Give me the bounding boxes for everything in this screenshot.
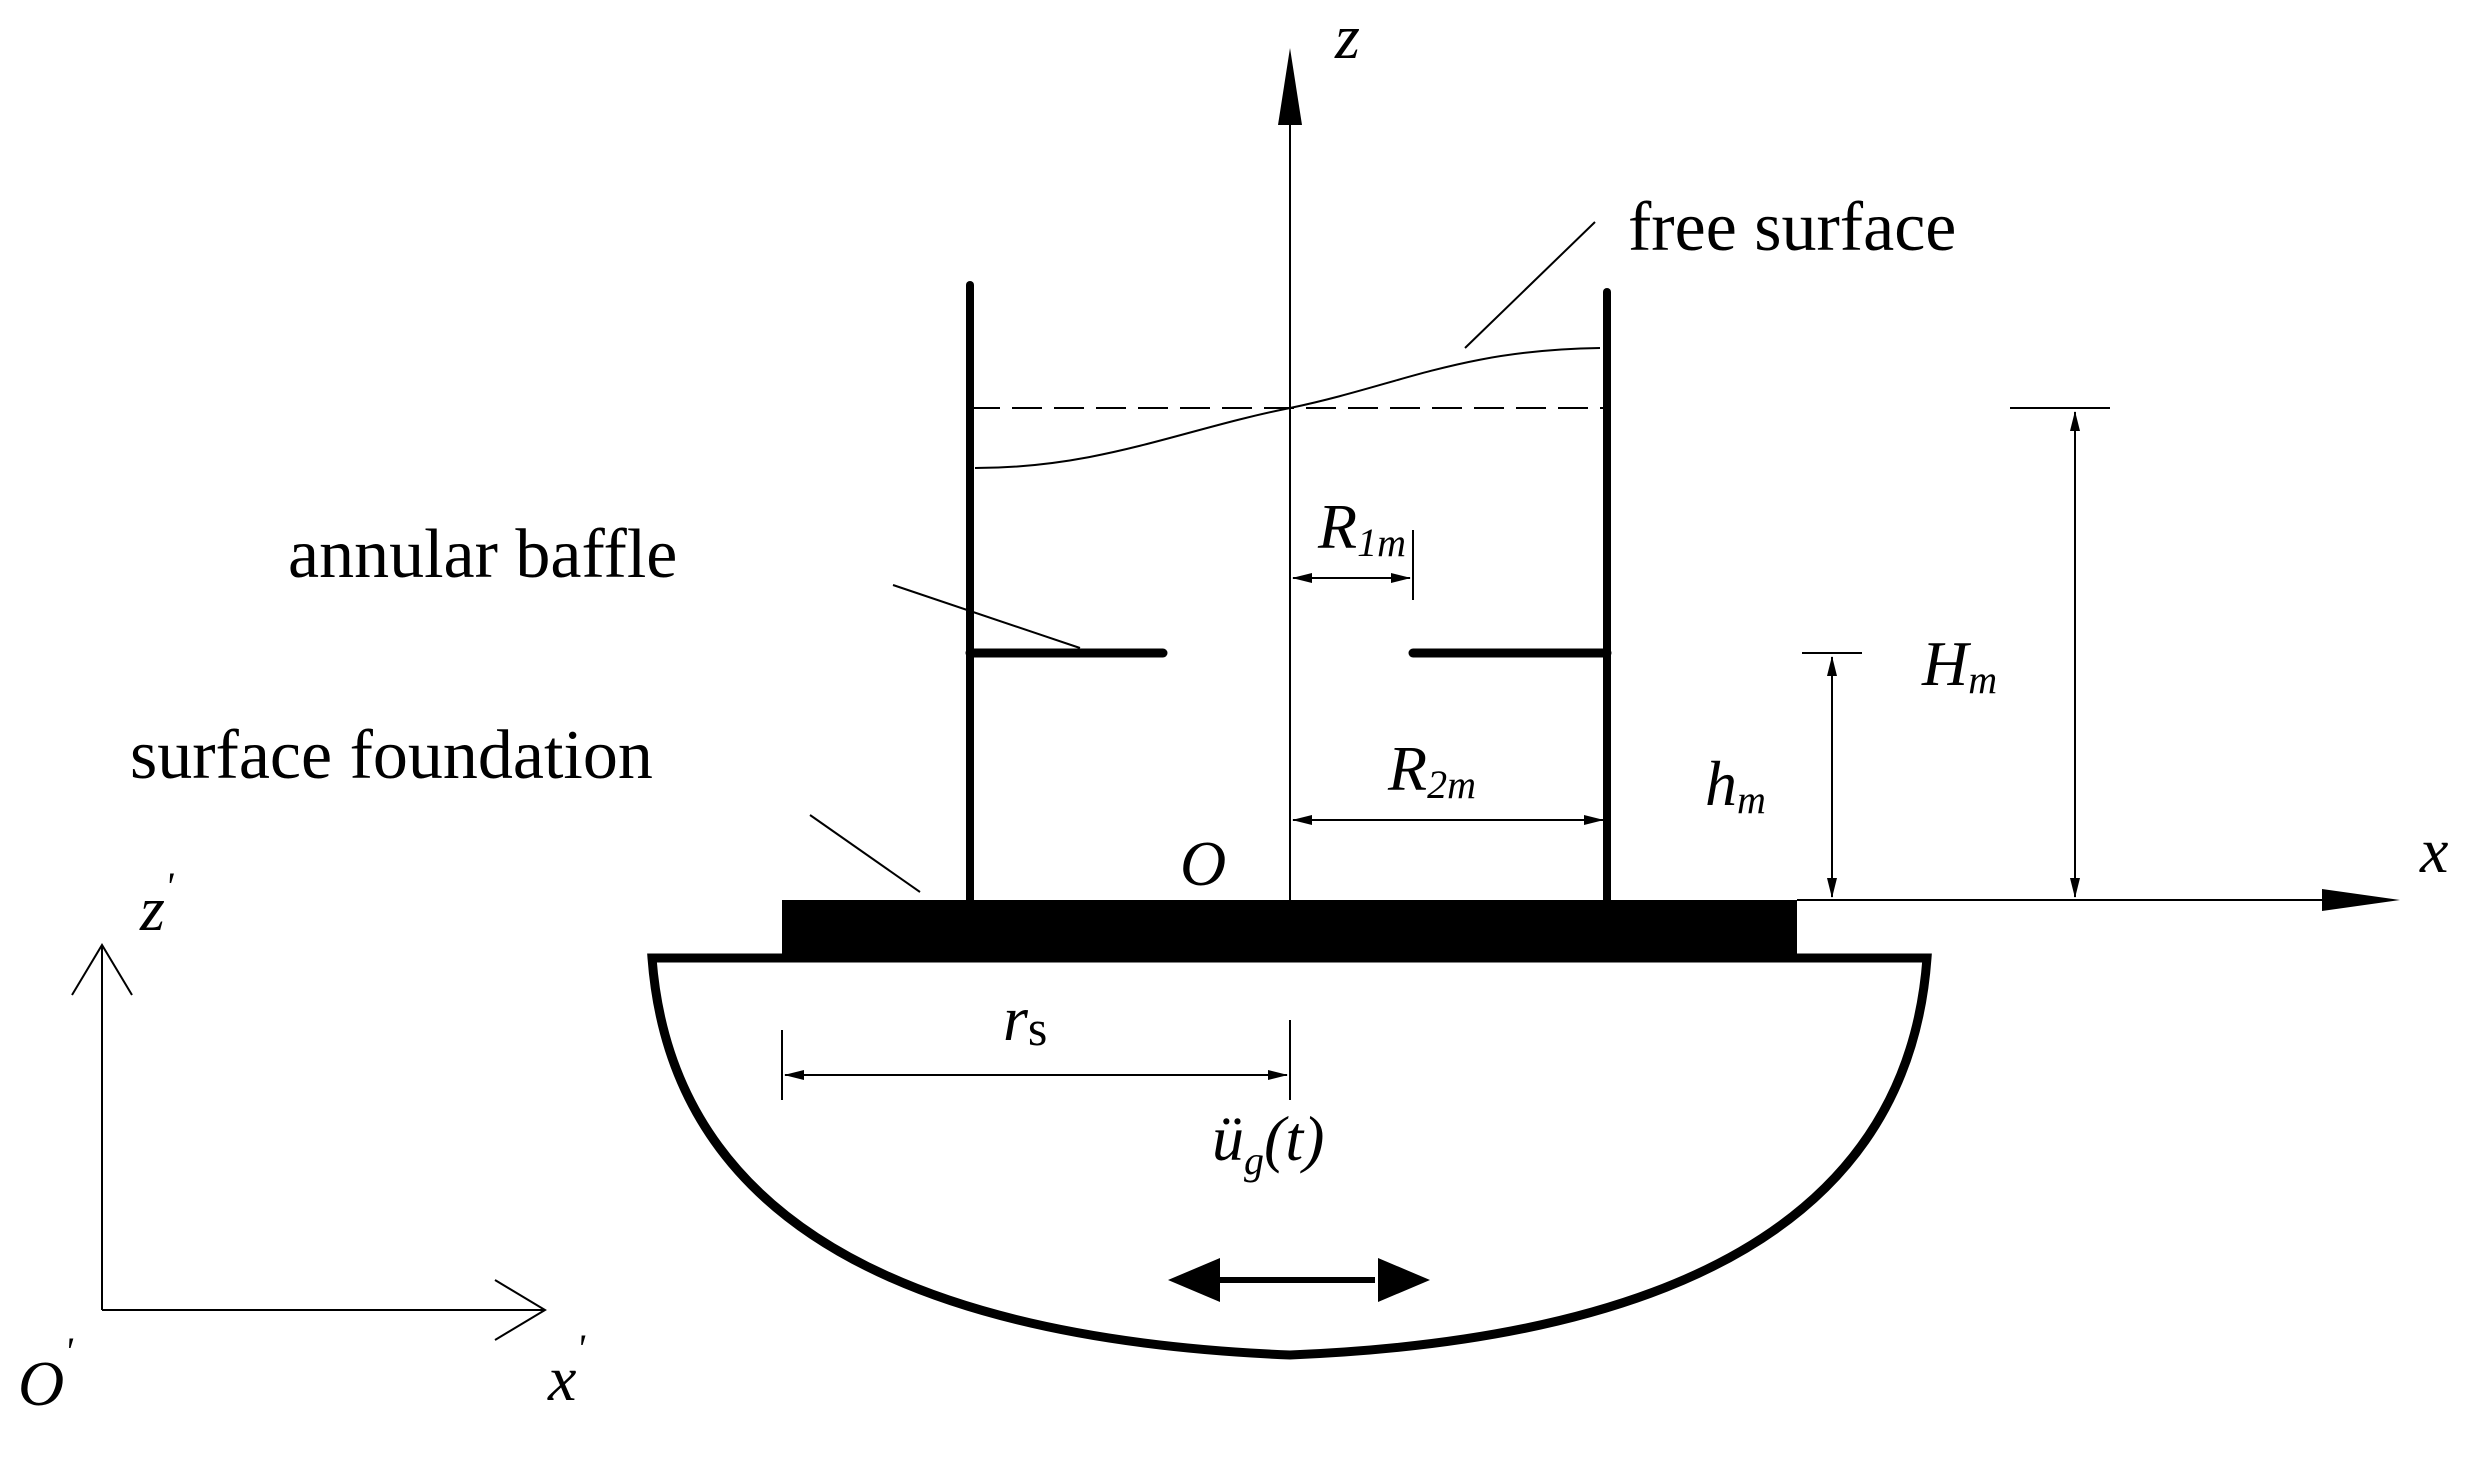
r1-main: R (1317, 491, 1357, 562)
global-x-label: x' (547, 1326, 586, 1414)
global-z-prime: ' (165, 864, 175, 909)
global-origin-main: O (18, 1348, 64, 1419)
origin-label: O (1180, 828, 1226, 899)
r2-sub: 2m (1427, 762, 1476, 807)
r2-main: R (1387, 733, 1427, 804)
global-origin-prime: ' (64, 1329, 74, 1374)
hm-main: h (1705, 748, 1737, 819)
global-z-arrowhead (71, 943, 133, 996)
surface-foundation-leader (809, 814, 921, 893)
free-surface-label: free surface (1628, 189, 1956, 266)
global-x-main: x (547, 1343, 576, 1414)
x-axis-arrowhead (2322, 889, 2400, 911)
global-z-main: z (139, 873, 165, 944)
ground-motion-arrowhead-right (1378, 1258, 1430, 1302)
Hm-sub: m (1968, 657, 1997, 702)
rs-main: r (1003, 983, 1029, 1054)
soil-bowl (647, 953, 1932, 1360)
ground-accel-label: üg(t) (1212, 1103, 1324, 1183)
ground-accel-sub: g (1244, 1138, 1264, 1183)
z-axis-label: z (1334, 1, 1360, 72)
r2-label: R2m (1387, 733, 1476, 807)
x-axis-label: x (2419, 815, 2448, 886)
surface-foundation-label: surface foundation (130, 717, 653, 794)
r1-sub: 1m (1357, 520, 1406, 565)
ground-accel-arg: (t) (1264, 1103, 1324, 1174)
free-surface-leader (1464, 221, 1596, 349)
global-x-arrowhead (494, 1279, 547, 1341)
hm-sub: m (1737, 777, 1766, 822)
global-z-label: z' (139, 864, 175, 944)
hm-label: hm (1705, 748, 1766, 822)
ground-accel-main: ü (1212, 1103, 1244, 1174)
rs-label: rs (1003, 983, 1047, 1056)
Hm-label: Hm (1921, 628, 1997, 702)
global-x-prime: ' (576, 1326, 586, 1371)
ground-motion-arrowhead-left (1168, 1258, 1220, 1302)
annular-baffle-label: annular baffle (288, 516, 677, 593)
z-axis-arrowhead (1278, 48, 1302, 125)
annular-baffle-leader (892, 584, 1081, 649)
global-origin-label: O' (18, 1329, 74, 1419)
r1-label: R1m (1317, 491, 1406, 565)
Hm-main: H (1921, 628, 1972, 699)
surface-foundation-slab (782, 900, 1797, 957)
rs-sub: s (1028, 1000, 1047, 1056)
